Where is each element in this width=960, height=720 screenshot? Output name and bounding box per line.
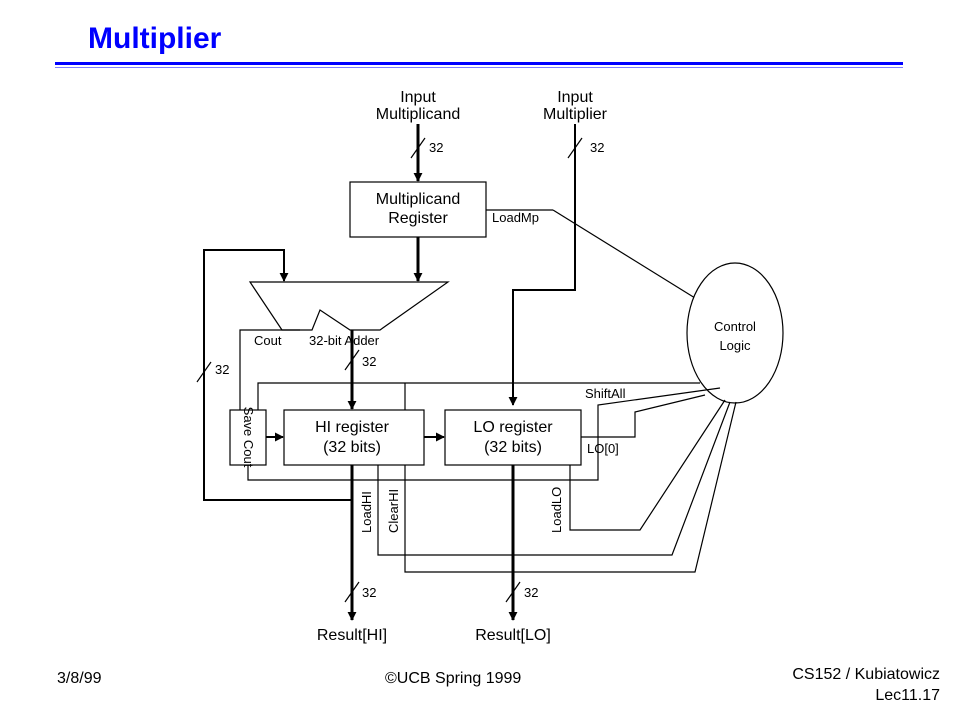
shiftall-wire — [257, 382, 700, 410]
shiftall-label: ShiftAll — [585, 386, 626, 401]
adder-32-bit — [248, 281, 450, 331]
title-underline-thin — [55, 67, 903, 68]
save-cout-register — [229, 409, 267, 466]
footer-course: CS152 / Kubiatowicz — [792, 666, 940, 683]
lo0-label: LO[0] — [587, 441, 619, 456]
hi-register — [283, 409, 425, 466]
bus-slash — [344, 581, 360, 603]
footer-date: 3/8/99 — [57, 670, 102, 687]
bus-slash — [505, 581, 521, 603]
lo0-wire — [581, 394, 706, 438]
clearhi-wire — [404, 401, 737, 573]
input-multiplicand-label-1: Input — [400, 89, 436, 106]
hi-feedback-wire — [203, 249, 352, 501]
hi-register-label-2: (32 bits) — [323, 439, 381, 456]
bus-width-label: 32 — [362, 354, 376, 369]
cout-label: Cout — [254, 333, 282, 348]
footer-copyright: ©UCB Spring 1999 — [385, 670, 522, 687]
loadlo-label: LoadLO — [549, 487, 564, 533]
result-hi-label: Result[HI] — [317, 627, 387, 644]
loadmp-control-wire — [552, 209, 696, 299]
result-lo-label: Result[LO] — [475, 627, 551, 644]
title-underline — [55, 62, 903, 65]
bus-width-label: 32 — [524, 585, 538, 600]
multiplicand-register-label-2: Register — [388, 210, 448, 227]
control-logic — [686, 262, 784, 404]
control-logic-label-2: Logic — [719, 338, 751, 353]
multiplier-input-wire — [508, 124, 576, 406]
save-cout-control-wire — [247, 387, 721, 481]
loadhi-wire — [377, 401, 731, 556]
slide-title: Multiplier — [88, 22, 222, 55]
footer-course-info: CS152 / Kubiatowicz Lec11.17 — [750, 664, 940, 706]
cout-wire — [239, 329, 300, 410]
multiplicand-register-label-1: Multiplicand — [376, 191, 460, 208]
input-multiplicand-label-2: Multiplicand — [376, 106, 460, 123]
bus-slash — [410, 137, 426, 159]
bus-width-label: 32 — [429, 140, 443, 155]
control-logic-label-1: Control — [714, 319, 756, 334]
adder-label: 32-bit Adder — [309, 333, 380, 348]
save-cout-label: Save Cout — [241, 407, 256, 468]
hi-register-label-1: HI register — [315, 419, 389, 436]
clearhi-label: ClearHI — [386, 489, 401, 533]
lo-register-label-1: LO register — [473, 419, 553, 436]
bus-width-label: 32 — [215, 362, 229, 377]
bus-slash — [344, 349, 360, 371]
lo-register-label-2: (32 bits) — [484, 439, 542, 456]
loadmp-label: LoadMp — [492, 210, 539, 225]
bus-slash — [196, 361, 212, 383]
bus-width-label: 32 — [590, 140, 604, 155]
footer-lecture: Lec11.17 — [875, 687, 940, 704]
input-multiplier-label-1: Input — [557, 89, 593, 106]
bus-width-label: 32 — [362, 585, 376, 600]
bus-slash — [567, 137, 583, 159]
loadhi-label: LoadHI — [359, 491, 374, 533]
loadlo-wire — [569, 399, 726, 531]
input-multiplier-label-2: Multiplier — [543, 106, 608, 123]
